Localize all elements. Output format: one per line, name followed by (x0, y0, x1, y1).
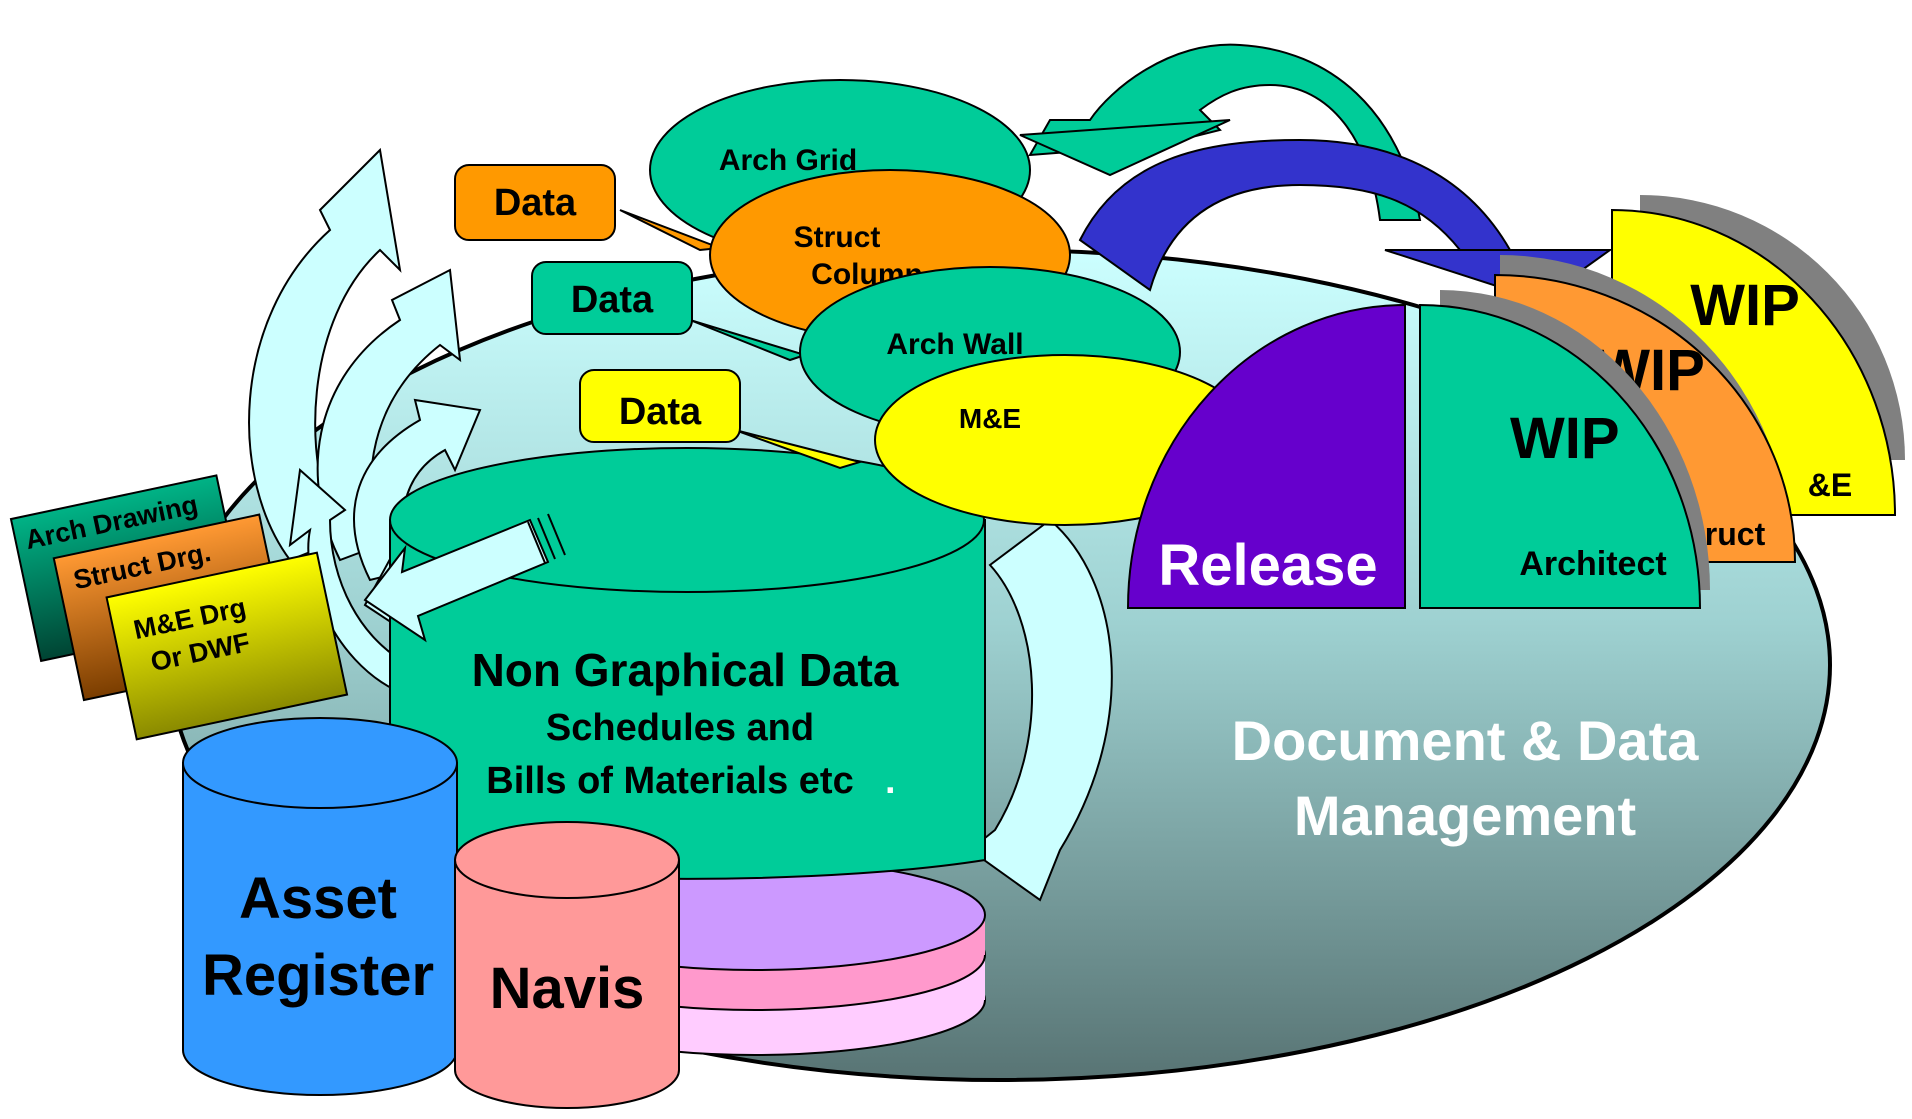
release-quadrant: Release (1126, 303, 1406, 609)
data-label-teal: Data (571, 279, 654, 321)
struct-label: ruct (1705, 516, 1766, 552)
ngd-dot: . (885, 760, 896, 802)
navis-label: Navis (490, 956, 645, 1021)
ngd-line-2: Schedules and (546, 707, 814, 749)
wip-architect-quadrant: WIP Architect (1419, 290, 1710, 609)
release-label: Release (1158, 533, 1377, 598)
teal-curved-arrow (1019, 43, 1422, 221)
cycle-arrows-left (248, 147, 482, 692)
navis-cylinder: Navis (454, 821, 680, 1109)
ngd-line-3: Bills of Materials etc (486, 760, 853, 802)
data-label-orange: Data (494, 182, 577, 224)
wip-mande-label: WIP (1690, 273, 1800, 338)
ddm-line-1: Document & Data (1232, 709, 1700, 772)
mande-label: &E (1808, 467, 1852, 503)
ddm-caption: Document & Data Management (1232, 709, 1700, 847)
callout-data-orange: Data (454, 164, 721, 252)
export-arrow-front (363, 513, 566, 643)
data-label-yellow: Data (619, 391, 702, 433)
wip-architect-label: WIP (1510, 406, 1620, 471)
cycle-arrow-right (968, 518, 1113, 902)
architect-label: Architect (1519, 545, 1666, 583)
asset-label-2: Register (202, 943, 434, 1008)
asset-label-1: Asset (239, 866, 397, 931)
ngd-title: Non Graphical Data (472, 644, 899, 696)
callout-data-yellow: Data (579, 369, 864, 470)
drawing-card-mande: M&E Drg Or DWF (105, 551, 349, 741)
asset-register-cylinder: Asset Register (182, 717, 458, 1096)
mande-layer-label: M&E (959, 403, 1021, 434)
arch-grid-label: Arch Grid (719, 144, 857, 177)
ddm-line-2: Management (1294, 784, 1636, 847)
struct-column-label-1: Struct (794, 221, 881, 254)
arch-wall-label: Arch Wall (886, 328, 1023, 361)
callout-data-teal: Data (531, 261, 809, 362)
